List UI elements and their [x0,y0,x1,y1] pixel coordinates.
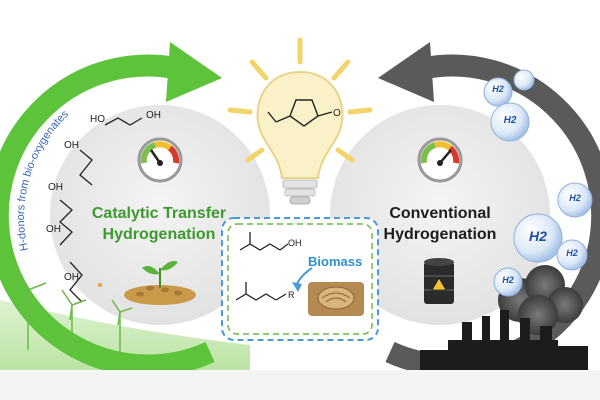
gray-arrow-head [378,42,434,102]
oil-barrel-icon [424,258,454,304]
left-cycle-circle [50,105,270,325]
molecule-label-5: OH [46,224,61,235]
biomass-label: Biomass [308,254,363,269]
cth-title-line2: Hydrogenation [102,226,216,243]
molecule-label-6: OH [64,272,79,283]
lightbulb-icon: O [227,37,373,205]
h2-label-5: H2 [566,248,578,258]
seedling-icon [124,261,196,305]
h2-label-4: H2 [529,228,547,244]
green-cycle-arrow [0,54,215,377]
lactone-label: O [333,108,341,119]
molecule-label-3: OH [64,140,79,151]
cth-title-line1: Catalytic Transfer [91,205,227,222]
factory-icon [420,310,588,370]
wind-turbine-icon [13,269,133,354]
ester-label: R [288,290,295,300]
center-biomass-box: OH R [221,217,379,341]
acid-label: OH [288,238,302,248]
conventional-title-line2: Hydrogenation [383,226,497,243]
spark-dot [98,283,102,287]
h2-label-1: H2 [492,84,504,94]
bottom-haze [0,370,600,400]
bio-oxygenate-molecules [59,117,143,303]
gauge-icon-right [417,137,463,183]
molecule-label-2: OH [146,110,161,121]
gauge-icon [137,137,183,183]
hydrogen-bubble-icon [483,69,593,297]
cth-title: Catalytic Transfer Hydrogenation [84,203,234,245]
h2-label-3: H2 [569,193,581,203]
right-cycle-circle [330,105,550,325]
conventional-title-line1: Conventional [389,205,491,222]
molecule-label-4: OH [48,182,63,193]
h2-label-2: H2 [503,115,517,126]
conventional-title: Conventional Hydrogenation [370,203,510,245]
molecule-label-1: HO [90,114,105,125]
green-arrow-head [166,42,222,102]
h2-label-6: H2 [502,275,514,285]
